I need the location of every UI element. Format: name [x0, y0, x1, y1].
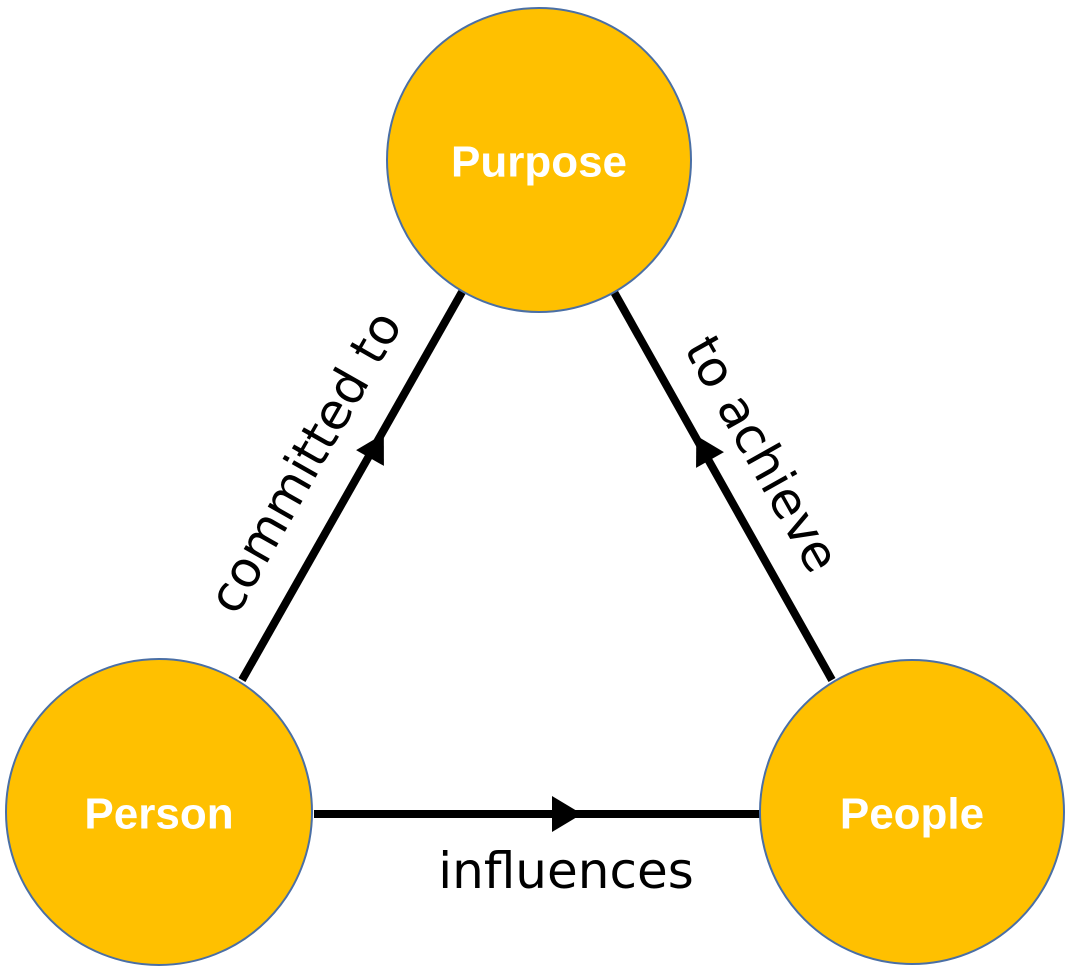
arrowhead-to-achieve-icon — [696, 435, 724, 468]
edge-line-to-achieve — [610, 290, 836, 682]
node-label-people: People — [840, 790, 984, 839]
node-circle-person — [5, 658, 313, 966]
node-circle-purpose — [386, 7, 692, 313]
edge-influences: influences — [314, 796, 762, 900]
node-label-purpose: Purpose — [451, 138, 627, 187]
edge-label-influences: influences — [438, 842, 694, 900]
node-label-person: Person — [84, 790, 233, 839]
arrowhead-influences-icon — [552, 796, 582, 832]
edge-to-achieve: to achieve — [610, 290, 851, 682]
arrowhead-committed-to-icon — [356, 433, 384, 466]
edge-committed-to: committed to — [197, 290, 466, 682]
edge-line-committed-to — [238, 290, 466, 682]
node-person: Person — [5, 658, 313, 966]
node-people: People — [759, 659, 1065, 965]
node-purpose: Purpose — [386, 7, 692, 313]
node-circle-people — [759, 659, 1065, 965]
